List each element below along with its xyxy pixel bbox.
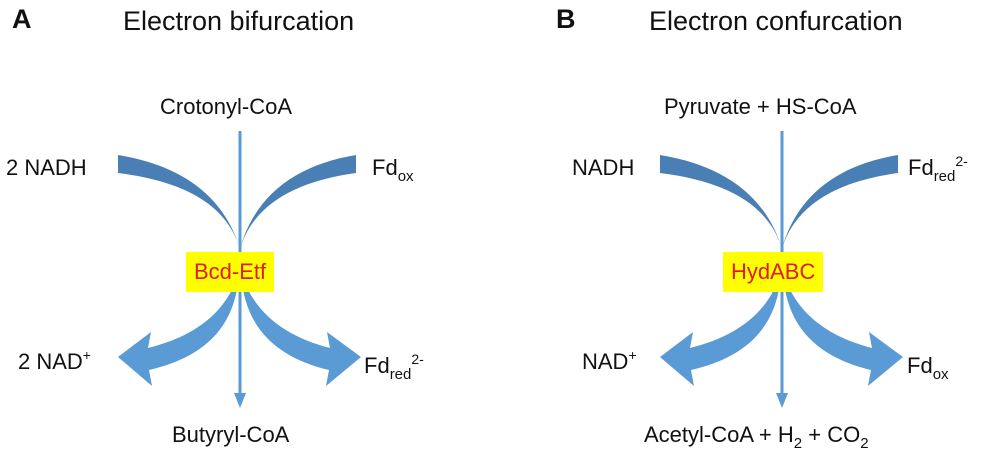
panel-title: Electron confurcation [649,6,903,36]
incoming-right-arrow [239,155,356,252]
enzyme-label: HydABC [723,252,824,292]
outgoing-left-arrow [118,272,239,386]
product-label: Butyryl-CoA [172,422,290,447]
input-right-label: Fdox [372,155,414,185]
input-left-label: NADH [572,155,635,180]
confurcation-arrows [660,131,903,408]
output-left-label: 2 NAD+ [18,347,91,374]
product-label: Acetyl-CoA + H2 + CO2 [644,422,869,452]
outgoing-right-arrow [241,272,361,386]
input-left-label: 2 NADH [6,155,87,180]
outgoing-right-arrow [783,272,903,386]
output-left-label: NAD+ [582,347,637,374]
panel-electron-confurcation: B Electron confurcation Pyruvate + HS-Co… [494,0,988,455]
enzyme-label: Bcd-Etf [186,252,275,292]
substrate-to-product-arrowhead [234,393,246,408]
substrate-label: Crotonyl-CoA [160,94,293,119]
output-right-label: Fdox [907,353,949,383]
substrate-to-product-arrowhead [776,393,788,408]
incoming-right-arrow [781,155,898,252]
incoming-left-arrow [660,155,783,252]
substrate-label: Pyruvate + HS-CoA [664,94,857,119]
outgoing-left-arrow [660,272,781,386]
panel-letter: B [556,4,576,34]
panel-electron-bifurcation: A Electron bifurcation Crotonyl-CoA 2 NA… [6,4,424,447]
bifurcation-arrows [118,131,361,408]
input-right-label: Fdred2- [908,153,968,185]
panel-title: Electron bifurcation [123,6,355,36]
output-right-label: Fdred2- [364,351,424,383]
incoming-left-arrow [118,155,241,252]
panel-letter: A [12,4,32,34]
